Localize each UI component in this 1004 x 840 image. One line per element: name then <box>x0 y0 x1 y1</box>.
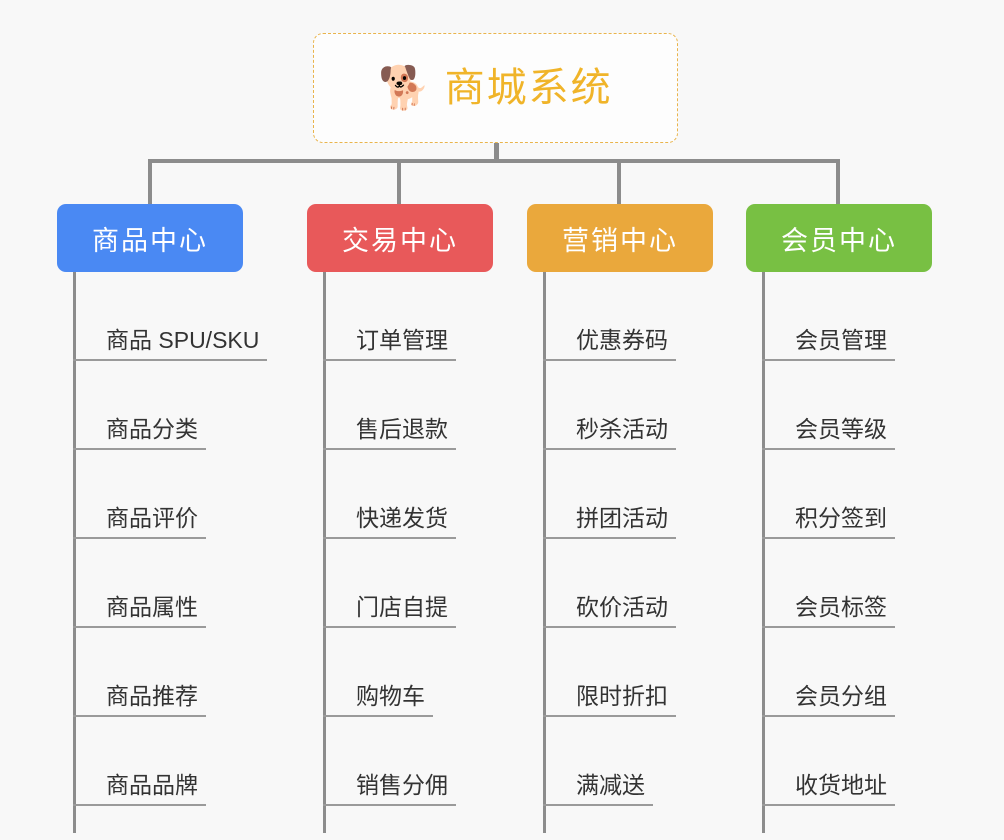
branch-item[interactable]: 拼团活动 <box>543 450 676 539</box>
branch-header-member-center[interactable]: 会员中心 <box>746 204 932 272</box>
branch-item-label: 商品属性 <box>106 594 206 628</box>
branch-item-label: 商品评价 <box>106 505 206 539</box>
branch-item-label: 快递发货 <box>356 505 456 539</box>
branch-item[interactable]: 积分签到 <box>762 450 895 539</box>
branch-item-label: 优惠券码 <box>576 327 676 361</box>
item-underline <box>73 715 106 717</box>
item-underline <box>762 448 795 450</box>
item-underline <box>762 804 795 806</box>
item-underline <box>543 537 576 539</box>
shiba-dog-icon: 🐕 <box>378 64 431 111</box>
branch-spine <box>73 272 76 833</box>
branch-item[interactable]: 购物车 <box>323 628 433 717</box>
item-underline <box>323 448 356 450</box>
branch-item[interactable]: 快递发货 <box>323 450 456 539</box>
branch-item[interactable]: 会员等级 <box>762 361 895 450</box>
root-node[interactable]: 🐕 商城系统 <box>313 33 678 143</box>
branch-item[interactable]: 优惠券码 <box>543 272 676 361</box>
branch-trade-center: 交易中心 订单管理售后退款快递发货门店自提购物车销售分佣 <box>307 204 493 833</box>
branch-item-label: 会员等级 <box>795 416 895 450</box>
branch-item[interactable]: 商品推荐 <box>73 628 206 717</box>
branch-item[interactable]: 收货地址 <box>762 717 895 806</box>
item-underline <box>543 359 576 361</box>
branch-item[interactable]: 会员标签 <box>762 539 895 628</box>
connector-horizontal-bus <box>148 159 840 163</box>
item-underline <box>543 448 576 450</box>
branch-item[interactable]: 商品 SPU/SKU <box>73 272 268 361</box>
item-underline <box>73 359 106 361</box>
item-underline <box>762 537 795 539</box>
branch-marketing-center: 营销中心 优惠券码秒杀活动拼团活动砍价活动限时折扣满减送 <box>527 204 713 833</box>
branch-item-label: 收货地址 <box>795 772 895 806</box>
branch-item[interactable]: 会员管理 <box>762 272 895 361</box>
connector-drop-2 <box>397 159 401 204</box>
item-underline <box>762 626 795 628</box>
branch-member-center: 会员中心 会员管理会员等级积分签到会员标签会员分组收货地址 <box>746 204 932 833</box>
branch-item-label: 满减送 <box>576 772 653 806</box>
branch-product-center: 商品中心 商品 SPU/SKU 商品分类商品评价商品属性商品推荐商品品牌 <box>57 204 268 833</box>
branch-item-label: 秒杀活动 <box>576 416 676 450</box>
item-underline <box>323 804 356 806</box>
branch-item[interactable]: 限时折扣 <box>543 628 676 717</box>
connector-drop-4 <box>836 159 840 204</box>
branch-item-label: 会员管理 <box>795 327 895 361</box>
item-underline <box>543 626 576 628</box>
item-underline <box>762 715 795 717</box>
branch-spine <box>543 272 546 833</box>
branch-item-label: 商品推荐 <box>106 683 206 717</box>
branch-item-label: 订单管理 <box>356 327 456 361</box>
item-underline <box>323 537 356 539</box>
branch-item[interactable]: 门店自提 <box>323 539 456 628</box>
branch-item-label: 销售分佣 <box>356 772 456 806</box>
branch-item-label: 砍价活动 <box>576 594 676 628</box>
branch-item[interactable]: 秒杀活动 <box>543 361 676 450</box>
branch-item[interactable]: 销售分佣 <box>323 717 456 806</box>
branch-item-label: 限时折扣 <box>576 683 676 717</box>
branch-item[interactable]: 商品分类 <box>73 361 206 450</box>
branch-spine <box>762 272 765 833</box>
item-underline <box>762 359 795 361</box>
branch-item-label: 门店自提 <box>356 594 456 628</box>
branch-item-label: 购物车 <box>356 683 433 717</box>
branch-header-product-center[interactable]: 商品中心 <box>57 204 243 272</box>
item-underline <box>543 804 576 806</box>
branch-item[interactable]: 砍价活动 <box>543 539 676 628</box>
branch-item-label: 售后退款 <box>356 416 456 450</box>
branch-item-label: 会员分组 <box>795 683 895 717</box>
item-underline <box>73 626 106 628</box>
branch-item[interactable]: 售后退款 <box>323 361 456 450</box>
item-underline <box>323 359 356 361</box>
branch-item-label: 会员标签 <box>795 594 895 628</box>
connector-drop-3 <box>617 159 621 204</box>
branch-item-label: 积分签到 <box>795 505 895 539</box>
branch-item-label: 拼团活动 <box>576 505 676 539</box>
branch-item[interactable]: 商品评价 <box>73 450 206 539</box>
item-underline <box>73 448 106 450</box>
item-underline <box>543 715 576 717</box>
connector-drop-1 <box>148 159 152 204</box>
root-title: 商城系统 <box>444 66 613 110</box>
branch-item[interactable]: 商品品牌 <box>73 717 206 806</box>
branch-item[interactable]: 会员分组 <box>762 628 895 717</box>
item-underline <box>323 626 356 628</box>
branch-spine <box>323 272 326 833</box>
branch-item-label: 商品品牌 <box>106 772 206 806</box>
branch-item-label: 商品 SPU/SKU <box>106 327 268 361</box>
branch-header-marketing-center[interactable]: 营销中心 <box>527 204 713 272</box>
connector-root-stem <box>494 143 499 163</box>
branch-item[interactable]: 商品属性 <box>73 539 206 628</box>
branch-item-label: 商品分类 <box>106 416 206 450</box>
item-underline <box>323 715 356 717</box>
branch-item[interactable]: 满减送 <box>543 717 653 806</box>
branch-header-trade-center[interactable]: 交易中心 <box>307 204 493 272</box>
item-underline <box>73 537 106 539</box>
item-underline <box>73 804 106 806</box>
branch-item[interactable]: 订单管理 <box>323 272 456 361</box>
